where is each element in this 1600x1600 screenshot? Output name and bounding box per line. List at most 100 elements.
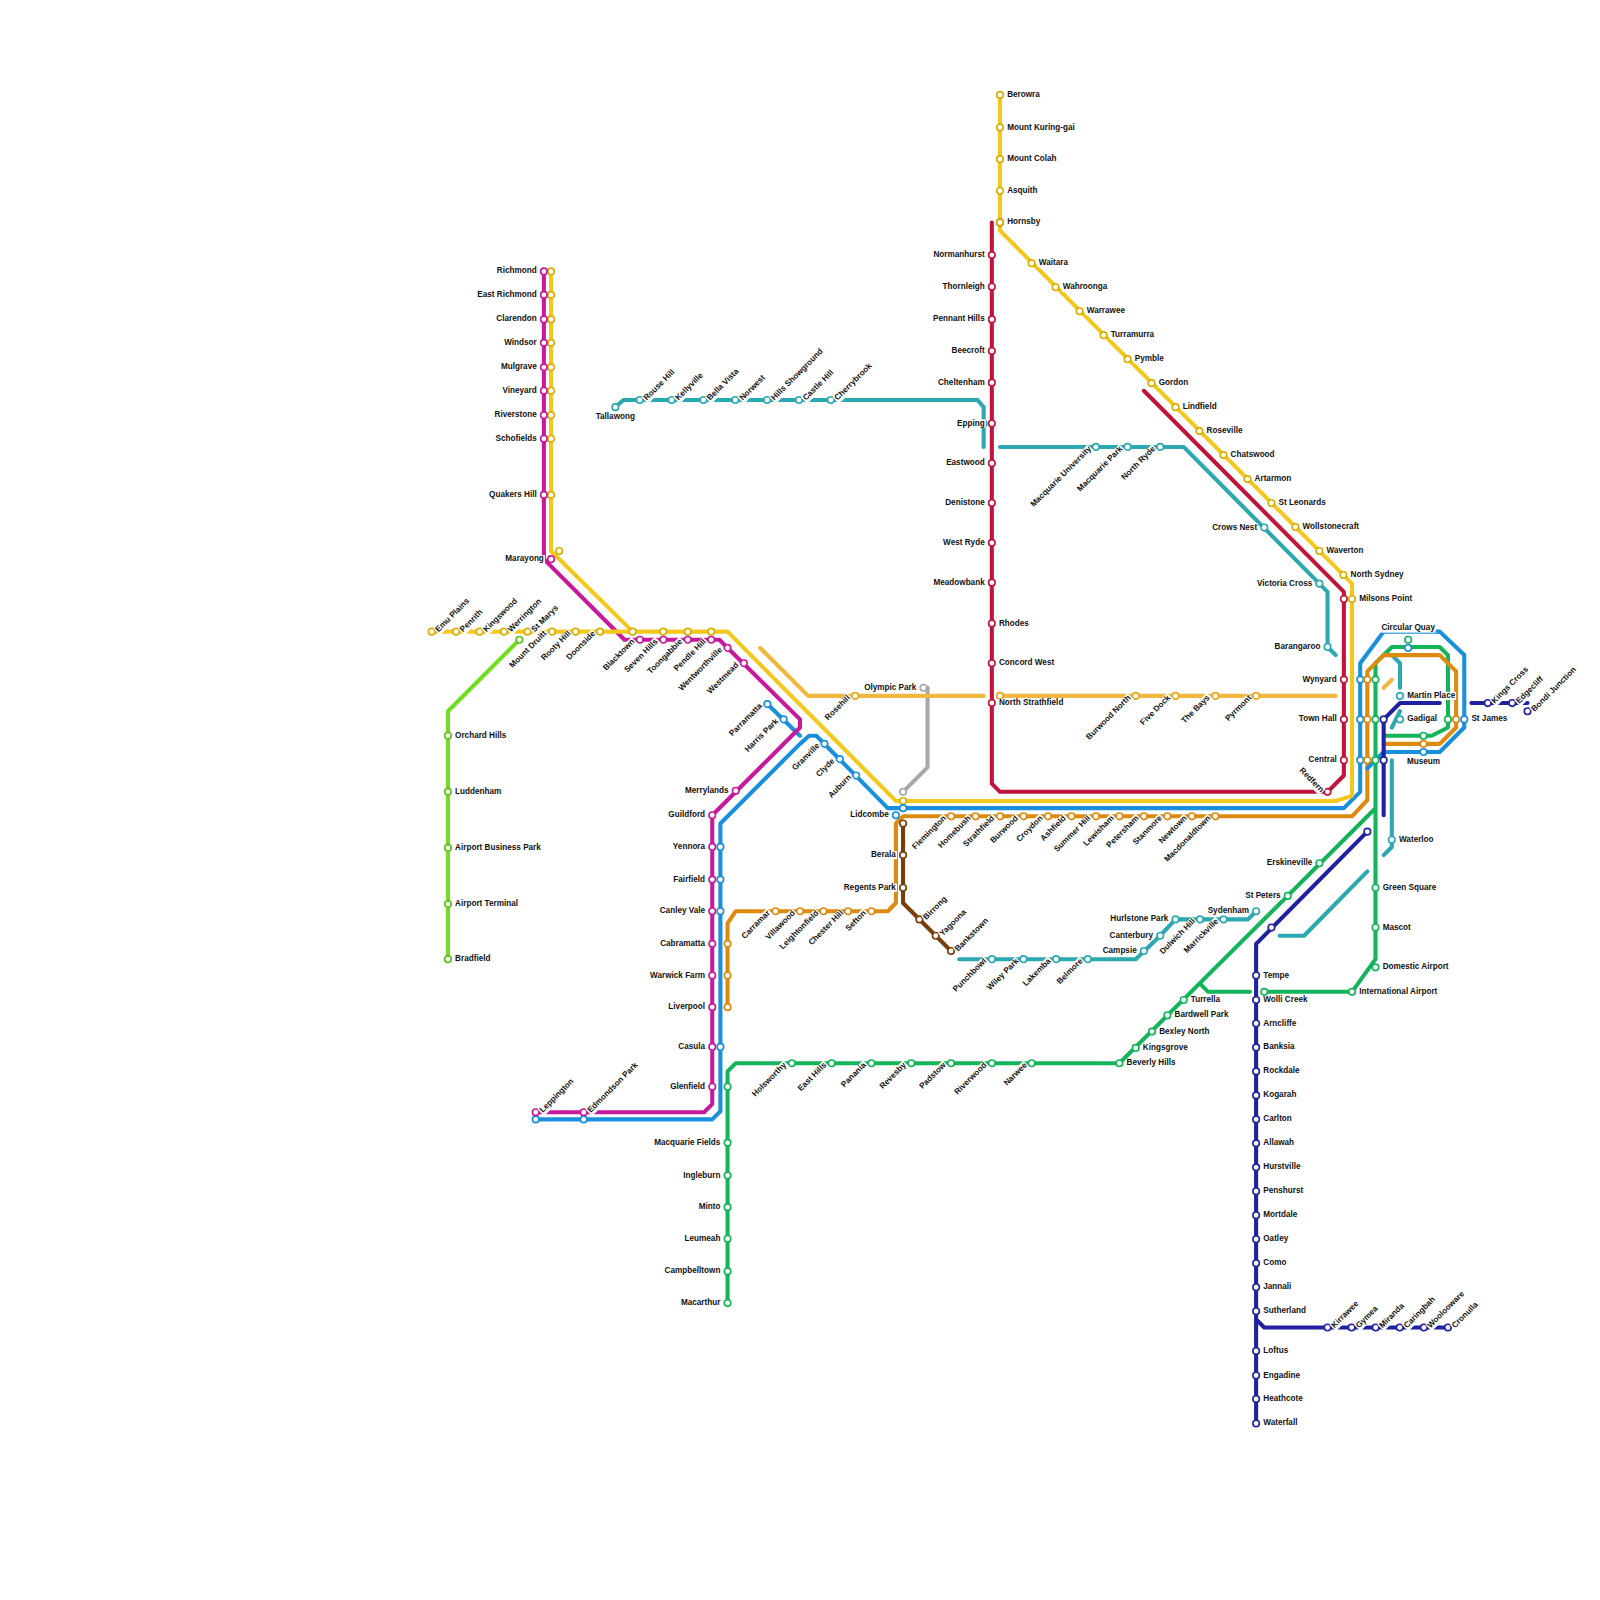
station-dot: [1253, 1020, 1260, 1027]
station-label: Liverpool: [667, 1003, 706, 1012]
station-dot: [900, 789, 907, 796]
station-label: Banksia: [1262, 1043, 1295, 1052]
station-dot: [556, 548, 563, 555]
station-label: Victoria Cross: [1256, 579, 1313, 588]
station-dot: [1284, 893, 1291, 900]
station-dot: [1253, 1396, 1260, 1403]
station-dot: [1372, 924, 1379, 931]
station-dot: [1372, 676, 1379, 683]
station-dot: [1253, 1372, 1260, 1379]
line-lime: [448, 640, 519, 959]
station-label: Barangaroo: [1274, 642, 1322, 651]
station-dot: [1364, 828, 1371, 835]
station-label: Quakers Hill: [488, 490, 538, 499]
station-label: Hurstville: [1262, 1163, 1301, 1172]
station-label: Luddenham: [454, 787, 502, 796]
station-dot: [612, 404, 619, 411]
station-label: Waterfall: [1262, 1419, 1298, 1428]
station-label: Cherrybrook: [833, 361, 875, 403]
station-dot: [1253, 1420, 1260, 1427]
station-dot: [708, 628, 715, 635]
station-dot: [660, 637, 667, 644]
station-label: Campbelltown: [664, 1267, 722, 1276]
station-dot: [997, 219, 1004, 226]
station-label: Burwood North: [1084, 693, 1134, 743]
station-dot: [1261, 989, 1268, 996]
station-dot: [709, 908, 716, 915]
station-dot: [1461, 716, 1468, 723]
station-dot: [549, 628, 556, 635]
station-dot: [1212, 693, 1219, 700]
station-dot: [1445, 716, 1452, 723]
station-dot: [1364, 716, 1371, 723]
station-label: Riverstone: [494, 411, 538, 420]
station-dot: [1316, 548, 1323, 555]
station-label: Gordon: [1158, 379, 1190, 388]
station-dot: [989, 348, 996, 355]
station-dot: [541, 340, 548, 347]
station-label: Tallawong: [595, 413, 636, 422]
station-label: Windsor: [503, 338, 538, 347]
station-dot: [989, 500, 996, 507]
station-label: Wynyard: [1301, 675, 1337, 684]
station-label: Oatley: [1262, 1235, 1289, 1244]
station-dot: [1341, 757, 1348, 764]
station-label: Waitara: [1038, 259, 1069, 268]
station-dot: [1132, 1045, 1139, 1052]
station-label: Tempe: [1262, 971, 1290, 980]
station-dot: [1149, 1028, 1156, 1035]
station-label: Macarthur: [680, 1299, 722, 1308]
station-dot: [709, 972, 716, 979]
station-dot: [1349, 989, 1356, 996]
station-dot: [772, 908, 779, 915]
line-olympic: [903, 688, 927, 792]
station-dot: [1141, 813, 1148, 820]
station-dot: [1124, 356, 1131, 363]
station-dot: [724, 645, 731, 652]
station-dot: [997, 92, 1004, 99]
station-dot: [1380, 716, 1387, 723]
station-dot: [541, 268, 548, 275]
station-label: Heathcote: [1262, 1394, 1304, 1403]
station-dot: [900, 798, 907, 805]
station-label: Allawah: [1262, 1139, 1295, 1148]
station-dot: [1172, 404, 1179, 411]
station-label: Sydenham: [1207, 907, 1250, 916]
station-dot: [989, 460, 996, 467]
station-dot: [548, 492, 555, 499]
station-dot: [1316, 860, 1323, 867]
station-dot: [1045, 813, 1052, 820]
station-label: Glenfield: [669, 1082, 706, 1091]
station-label: Rhodes: [998, 619, 1030, 628]
station-dot: [997, 188, 1004, 195]
station-label: Campsie: [1102, 947, 1138, 956]
station-label: Lindfield: [1182, 403, 1218, 412]
station-dot: [1253, 1284, 1260, 1291]
station-dot: [548, 316, 555, 323]
station-dot: [1268, 500, 1275, 507]
station-label: Epping: [956, 419, 986, 428]
station-label: Wahroonga: [1062, 283, 1109, 292]
station-dot: [1453, 716, 1460, 723]
station-dot: [1157, 932, 1164, 939]
station-label: Museum: [1406, 758, 1441, 767]
station-dot: [724, 1204, 731, 1211]
line-magenta: [536, 271, 800, 1112]
station-label: Vineyard: [501, 386, 537, 395]
station-dot: [989, 316, 996, 323]
station-dot: [1253, 1044, 1260, 1051]
station-label: Casula: [677, 1042, 706, 1051]
station-label: Wolli Creek: [1262, 995, 1308, 1004]
station-dot: [780, 716, 787, 723]
station-label: St James: [1470, 715, 1508, 724]
station-dot: [1340, 572, 1347, 579]
station-dot: [1372, 964, 1379, 971]
station-dot: [1316, 580, 1323, 587]
station-dot: [724, 972, 731, 979]
station-label: Clarendon: [495, 315, 537, 324]
station-dot: [548, 412, 555, 419]
station-label: Kogarah: [1262, 1091, 1297, 1100]
station-label: Holsworthy: [751, 1060, 790, 1099]
station-label: Marayong: [504, 555, 545, 564]
station-label: Carlton: [1262, 1115, 1293, 1124]
